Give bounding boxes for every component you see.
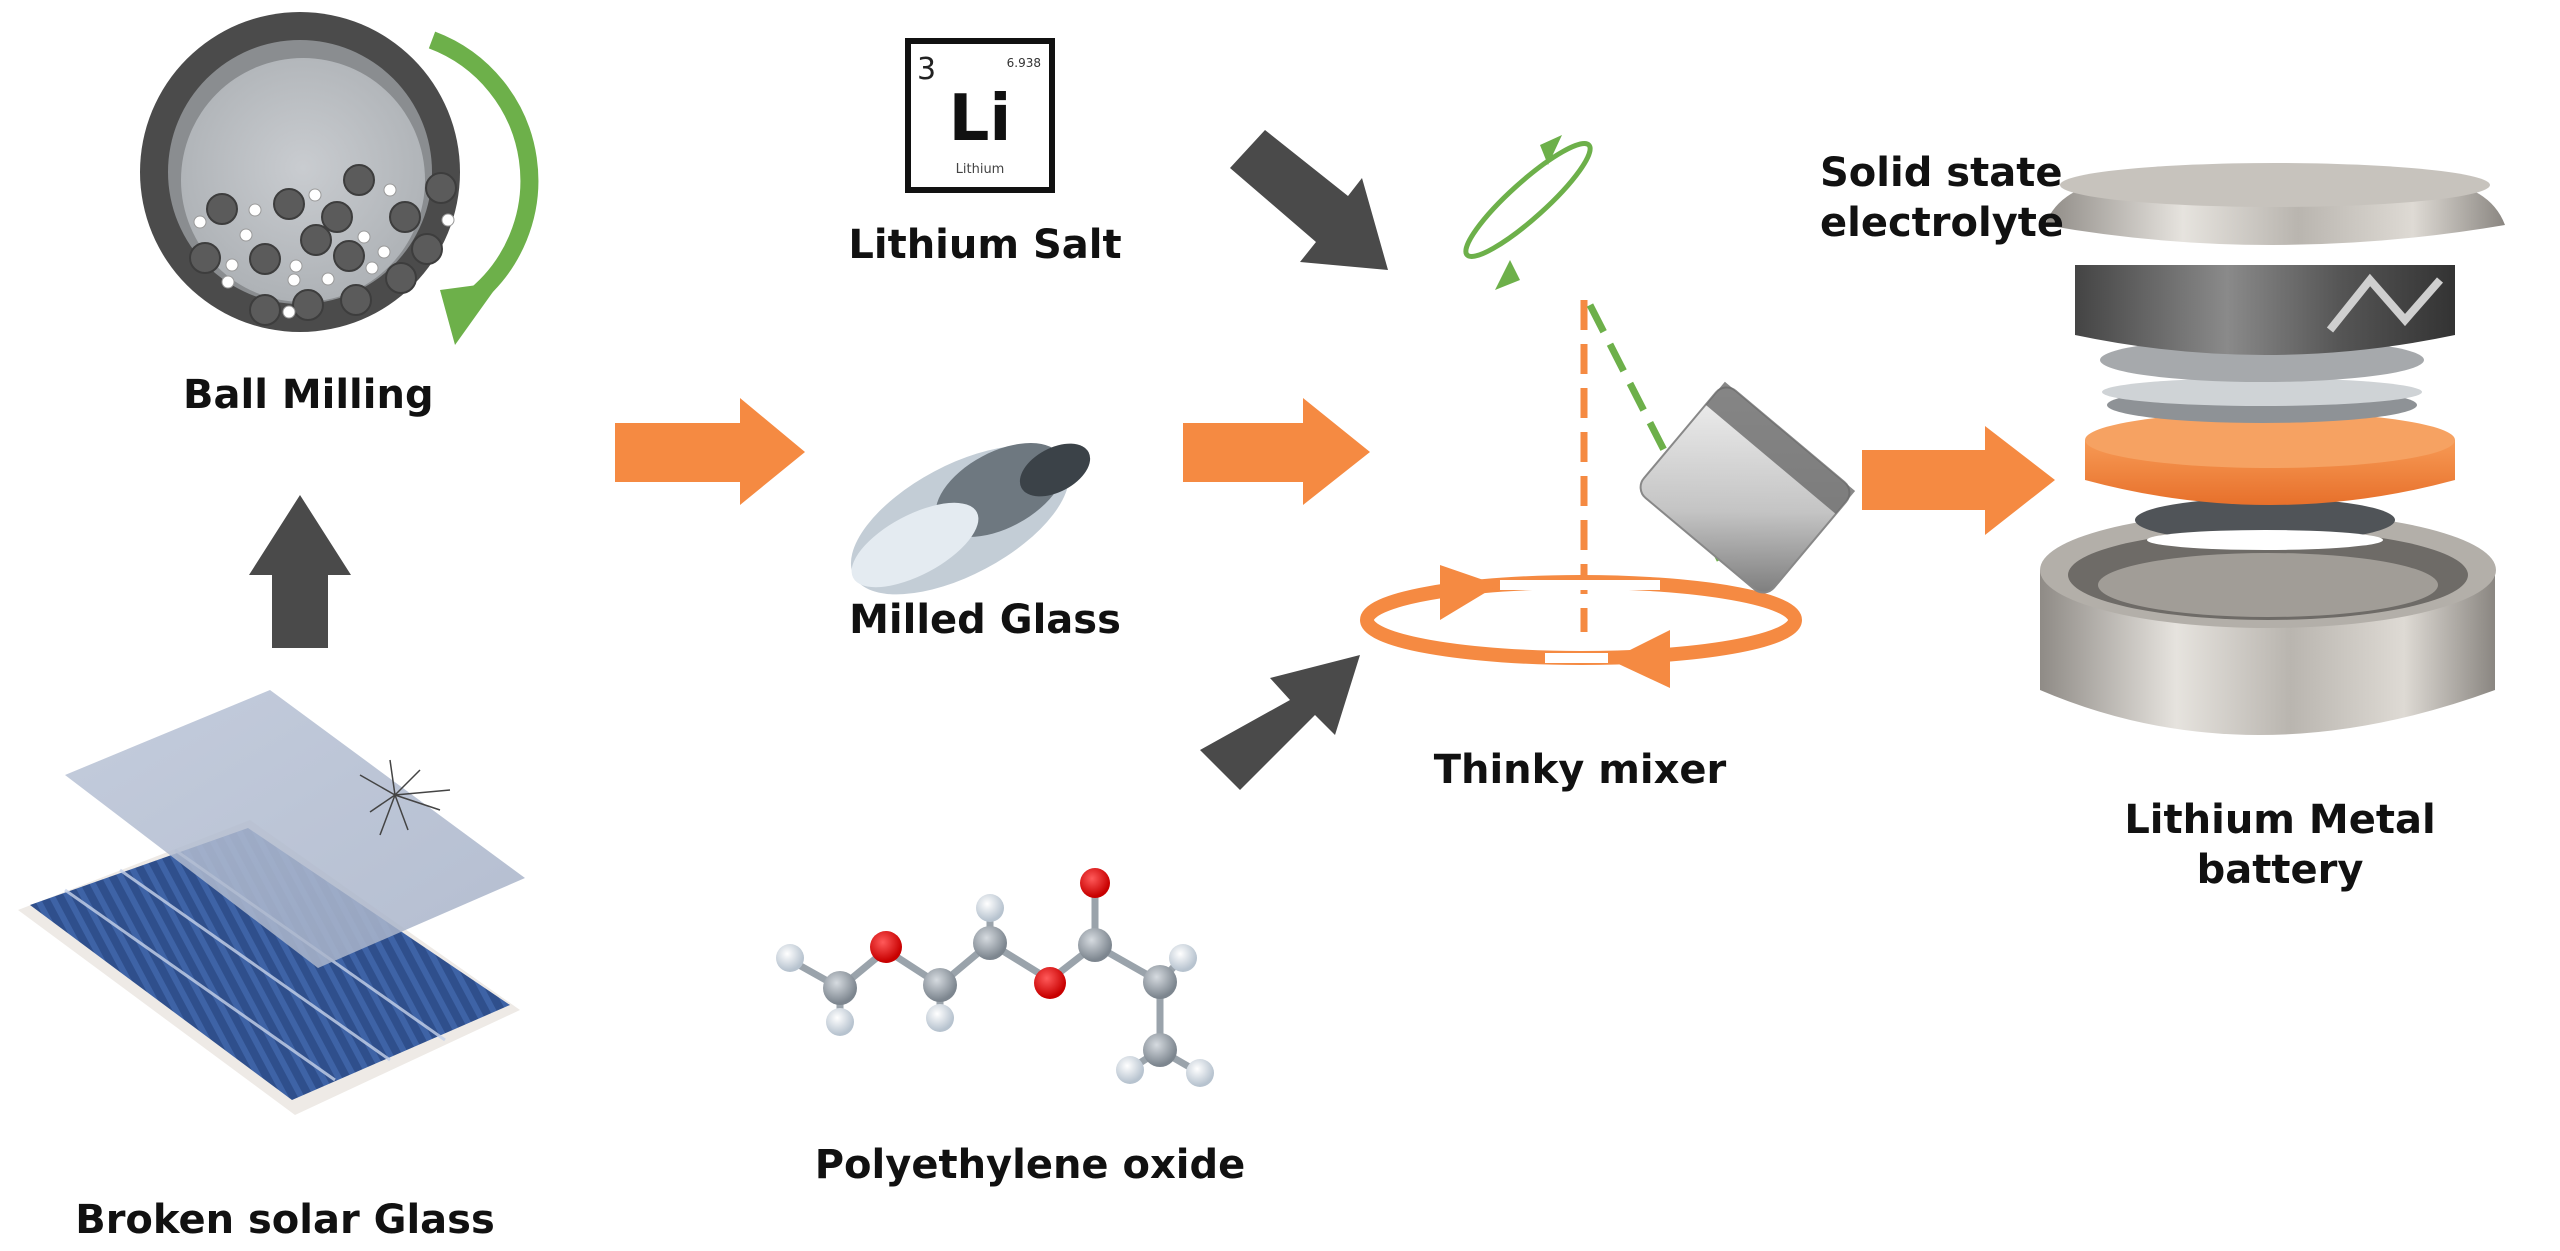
label-electrolyte-line2: electrolyte	[1820, 200, 2065, 246]
label-electrolyte-line1: Solid state	[1820, 150, 2063, 196]
orange-arrow-2	[1183, 398, 1370, 505]
revolution-arrowhead-2	[1610, 630, 1670, 688]
label-lithium-metal-battery: Lithium Metal battery	[2100, 795, 2460, 895]
jar-rotation-icon	[1463, 141, 1593, 259]
label-lithium-salt: Lithium Salt	[848, 222, 1122, 268]
mixer-icon	[1360, 135, 1856, 688]
mixing-jar-icon	[1639, 381, 1856, 594]
molecule-icon	[776, 868, 1214, 1087]
orange-arrow-1	[615, 398, 805, 505]
up-arrow	[249, 495, 351, 648]
label-battery-line1: Lithium Metal	[2124, 797, 2436, 843]
electrolyte-layer	[2085, 412, 2455, 505]
revolution-arrowhead-1	[1440, 565, 1498, 620]
rotation-arrow-icon	[428, 31, 539, 308]
milling-balls	[189, 164, 457, 326]
ball-mill-icon	[140, 12, 539, 345]
cathode-layers	[2100, 338, 2424, 423]
rotation-arrowhead	[440, 282, 500, 345]
dark-arrow-peo	[1200, 655, 1360, 790]
atomic-mass: 6.938	[1006, 56, 1041, 70]
broken-glass-sheet-icon	[65, 690, 525, 968]
label-battery-line2: battery	[2196, 847, 2364, 893]
element-symbol: Li	[948, 82, 1012, 156]
atomic-number: 3	[917, 52, 937, 87]
label-ball-milling: Ball Milling	[183, 372, 434, 418]
glass-particles	[193, 183, 455, 319]
label-solid-state-electrolyte: Solid state electrolyte	[1820, 148, 2065, 248]
label-polyethylene-oxide: Polyethylene oxide	[814, 1142, 1246, 1188]
label-thinky-mixer: Thinky mixer	[1433, 747, 1727, 793]
coin-cell-icon	[2040, 163, 2505, 735]
powder-icon	[850, 443, 1091, 595]
orange-arrow-3	[1862, 426, 2055, 535]
element-name: Lithium	[955, 162, 1005, 177]
battery-cap	[2045, 163, 2505, 245]
lithium-element-card: 3 6.938 Li Lithium	[905, 38, 1055, 193]
dark-arrow-lithium	[1230, 130, 1388, 270]
anode-layer	[2135, 498, 2395, 550]
label-broken-solar-glass: Broken solar Glass	[75, 1197, 495, 1243]
spring-layer	[2075, 265, 2455, 355]
crack-icon	[359, 759, 451, 836]
label-milled-glass: Milled Glass	[849, 597, 1121, 643]
